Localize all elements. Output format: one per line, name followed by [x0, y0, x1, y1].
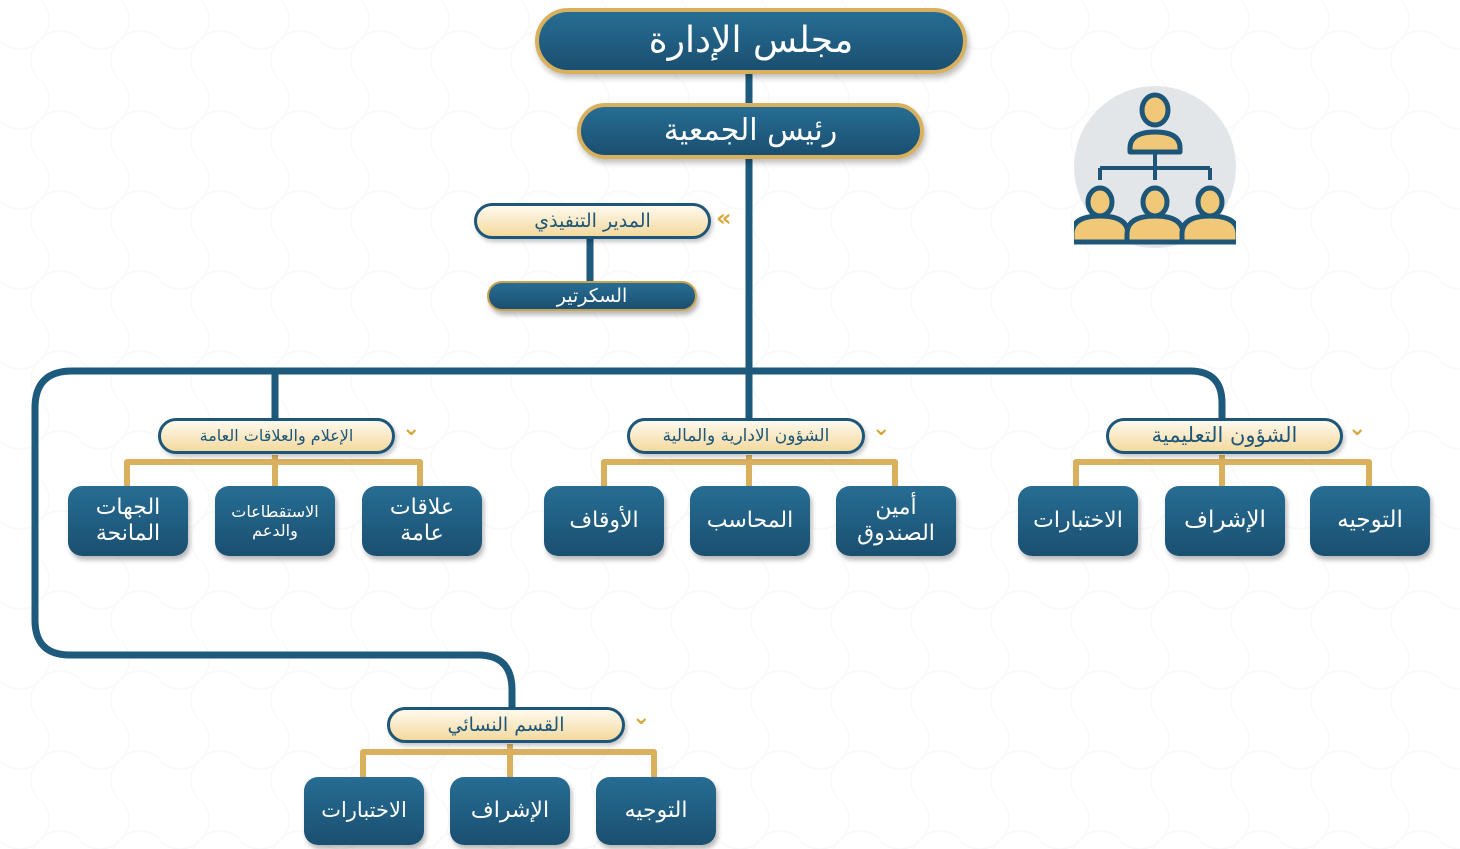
admin-unit-endowments: الأوقاف	[544, 486, 664, 556]
women-unit-guidance-label: التوجيه	[624, 797, 688, 823]
chevron-down-icon: ⌄	[872, 416, 891, 441]
media-unit-public-relations: علاقات عامة	[362, 486, 482, 556]
hierarchy-people-svg	[1069, 92, 1241, 245]
president-label: رئيس الجمعية	[663, 113, 838, 148]
admin-unit-accountant-label: المحاسب	[706, 507, 794, 533]
chevron-down-icon: ⌄	[1348, 416, 1367, 441]
chevron-left-icon: «	[716, 204, 732, 232]
media-unit-deductions-label: الاستقطاعات والدعم	[231, 501, 319, 540]
dept-media-box: الإعلام والعلاقات العامة	[158, 418, 395, 454]
admin-unit-treasurer-label: أمين الصندوق	[857, 494, 935, 546]
chevron-down-icon: ⌄	[402, 416, 421, 441]
admin-units-line	[601, 455, 898, 490]
department-bus-line	[271, 367, 1226, 429]
media-units-line	[124, 455, 423, 490]
women-units-line	[360, 744, 657, 780]
dept-women-box: القسم النسائي	[387, 707, 625, 743]
women-section-line	[31, 367, 516, 716]
president-box: رئيس الجمعية	[577, 103, 924, 159]
edu-unit-guidance-label: التوجيه	[1337, 507, 1403, 534]
admin-unit-accountant: المحاسب	[690, 486, 810, 556]
edu-units-line	[1073, 455, 1372, 490]
secretary-box: السكرتير	[487, 281, 697, 311]
dept-educational-label: الشؤون التعليمية	[1151, 423, 1298, 448]
edu-unit-exams: الاختبارات	[1018, 486, 1138, 556]
dept-admin-finance-box: الشؤون الادارية والمالية	[627, 418, 865, 454]
media-unit-deductions: الاستقطاعات والدعم	[215, 486, 335, 556]
executive-director-box: المدير التنفيذي	[474, 203, 711, 239]
women-unit-supervision-label: الإشراف	[470, 797, 550, 823]
women-unit-supervision: الإشراف	[450, 777, 570, 845]
women-unit-exams: الاختبارات	[304, 777, 424, 845]
media-unit-donors-label: الجهات المانحة	[95, 494, 161, 546]
admin-unit-endowments-label: الأوقاف	[569, 507, 639, 533]
board-label: مجلس الإدارة	[648, 20, 854, 62]
women-unit-guidance: التوجيه	[596, 777, 716, 845]
dept-women-label: القسم النسائي	[447, 713, 565, 736]
hierarchy-people-icon	[1069, 86, 1241, 248]
edu-unit-guidance: التوجيه	[1310, 486, 1430, 556]
board-box: مجلس الإدارة	[535, 8, 967, 74]
dept-media-label: الإعلام والعلاقات العامة	[199, 426, 354, 446]
dept-admin-finance-label: الشؤون الادارية والمالية	[662, 425, 830, 446]
edu-unit-supervision: الإشراف	[1165, 486, 1285, 556]
media-unit-public-relations-label: علاقات عامة	[389, 494, 455, 546]
executive-director-label: المدير التنفيذي	[534, 209, 651, 232]
media-unit-donors: الجهات المانحة	[68, 486, 188, 556]
admin-unit-treasurer: أمين الصندوق	[836, 486, 956, 556]
edu-unit-exams-label: الاختبارات	[1033, 507, 1123, 533]
dept-educational-box: الشؤون التعليمية	[1106, 418, 1343, 454]
chevron-down-icon: ⌄	[632, 705, 651, 730]
secretary-label: السكرتير	[556, 284, 628, 307]
edu-unit-supervision-label: الإشراف	[1184, 507, 1266, 534]
women-unit-exams-label: الاختبارات	[321, 798, 407, 823]
